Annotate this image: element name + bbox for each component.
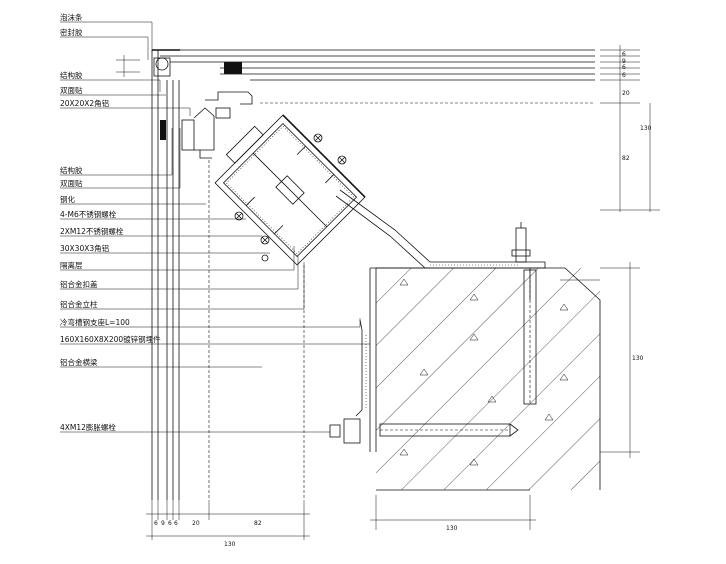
bottom-right-dim: 130 — [446, 525, 458, 532]
bottom-dim-6a: 6 — [154, 520, 158, 527]
label-m6-bolts: 4-M6不锈钢螺栓 — [60, 209, 117, 219]
label-cover-cap: 铝合金扣盖 — [60, 279, 98, 289]
right-dim-130: 130 — [640, 125, 652, 132]
right-dim-6c: 6 — [622, 72, 626, 79]
label-m12-bolts: 2XM12不锈钢螺栓 — [60, 226, 124, 236]
label-expansion-bolts: 4XM12膨胀螺栓 — [60, 422, 116, 432]
label-mullion: 铝合金立柱 — [60, 299, 98, 309]
label-structural-glue-2: 结构胶 — [60, 165, 83, 175]
right-height-dim: 130 — [632, 355, 644, 362]
label-sealant: 密封胶 — [60, 27, 83, 37]
label-angle-20: 20X20X2角铝 — [60, 98, 109, 108]
corner-brackets — [193, 91, 253, 159]
vertical-glass-panel — [151, 50, 305, 500]
bottom-dim-20: 20 — [192, 520, 200, 527]
label-tempered: 钢化 — [60, 194, 75, 204]
label-structural-glue-1: 结构胶 — [60, 70, 83, 80]
bottom-dim-6c: 6 — [174, 520, 178, 527]
label-transom: 铝合金横梁 — [60, 357, 98, 367]
label-channel-bracket: 冷弯槽钢支座L=100 — [60, 317, 130, 327]
right-dim-9: 9 — [622, 58, 626, 65]
right-dim-6a: 6 — [622, 51, 626, 58]
top-seal-block — [224, 62, 242, 74]
label-angle-30: 30X30X3角铝 — [60, 243, 109, 253]
tape-block — [181, 119, 195, 151]
bolt-symbols — [234, 133, 347, 262]
right-dim-20: 20 — [622, 90, 630, 97]
label-double-tape-2: 双面贴 — [60, 178, 83, 188]
bottom-dim-total: 130 — [224, 541, 236, 548]
label-foam-strip: 泡沫条 — [60, 12, 83, 22]
label-double-tape-1: 双面贴 — [60, 85, 83, 95]
label-isolation-layer: 隔离层 — [60, 260, 83, 270]
structural-glue-block — [160, 120, 166, 140]
right-dim-82: 82 — [622, 155, 630, 162]
concrete-block — [376, 267, 601, 491]
bottom-dim-9: 9 — [161, 520, 165, 527]
top-left-dim — [116, 55, 140, 77]
label-embed-plate: 160X160X8X200镀锌钢埋件 — [60, 334, 161, 344]
labels: 泡沫条 密封胶 结构胶 双面贴 20X20X2角铝 结构胶 双面贴 钢化 4-M… — [60, 12, 161, 432]
right-dimensions: 6 9 6 6 20 130 82 130 — [600, 45, 660, 458]
bottom-dim-82: 82 — [254, 520, 262, 527]
rotated-mullion — [214, 114, 366, 266]
bottom-dim-6b: 6 — [168, 520, 172, 527]
right-dim-6b: 6 — [622, 64, 626, 71]
horizontal-glass-panel — [152, 49, 595, 104]
bottom-dimensions: 6 9 6 6 20 82 130 130 — [146, 495, 536, 548]
